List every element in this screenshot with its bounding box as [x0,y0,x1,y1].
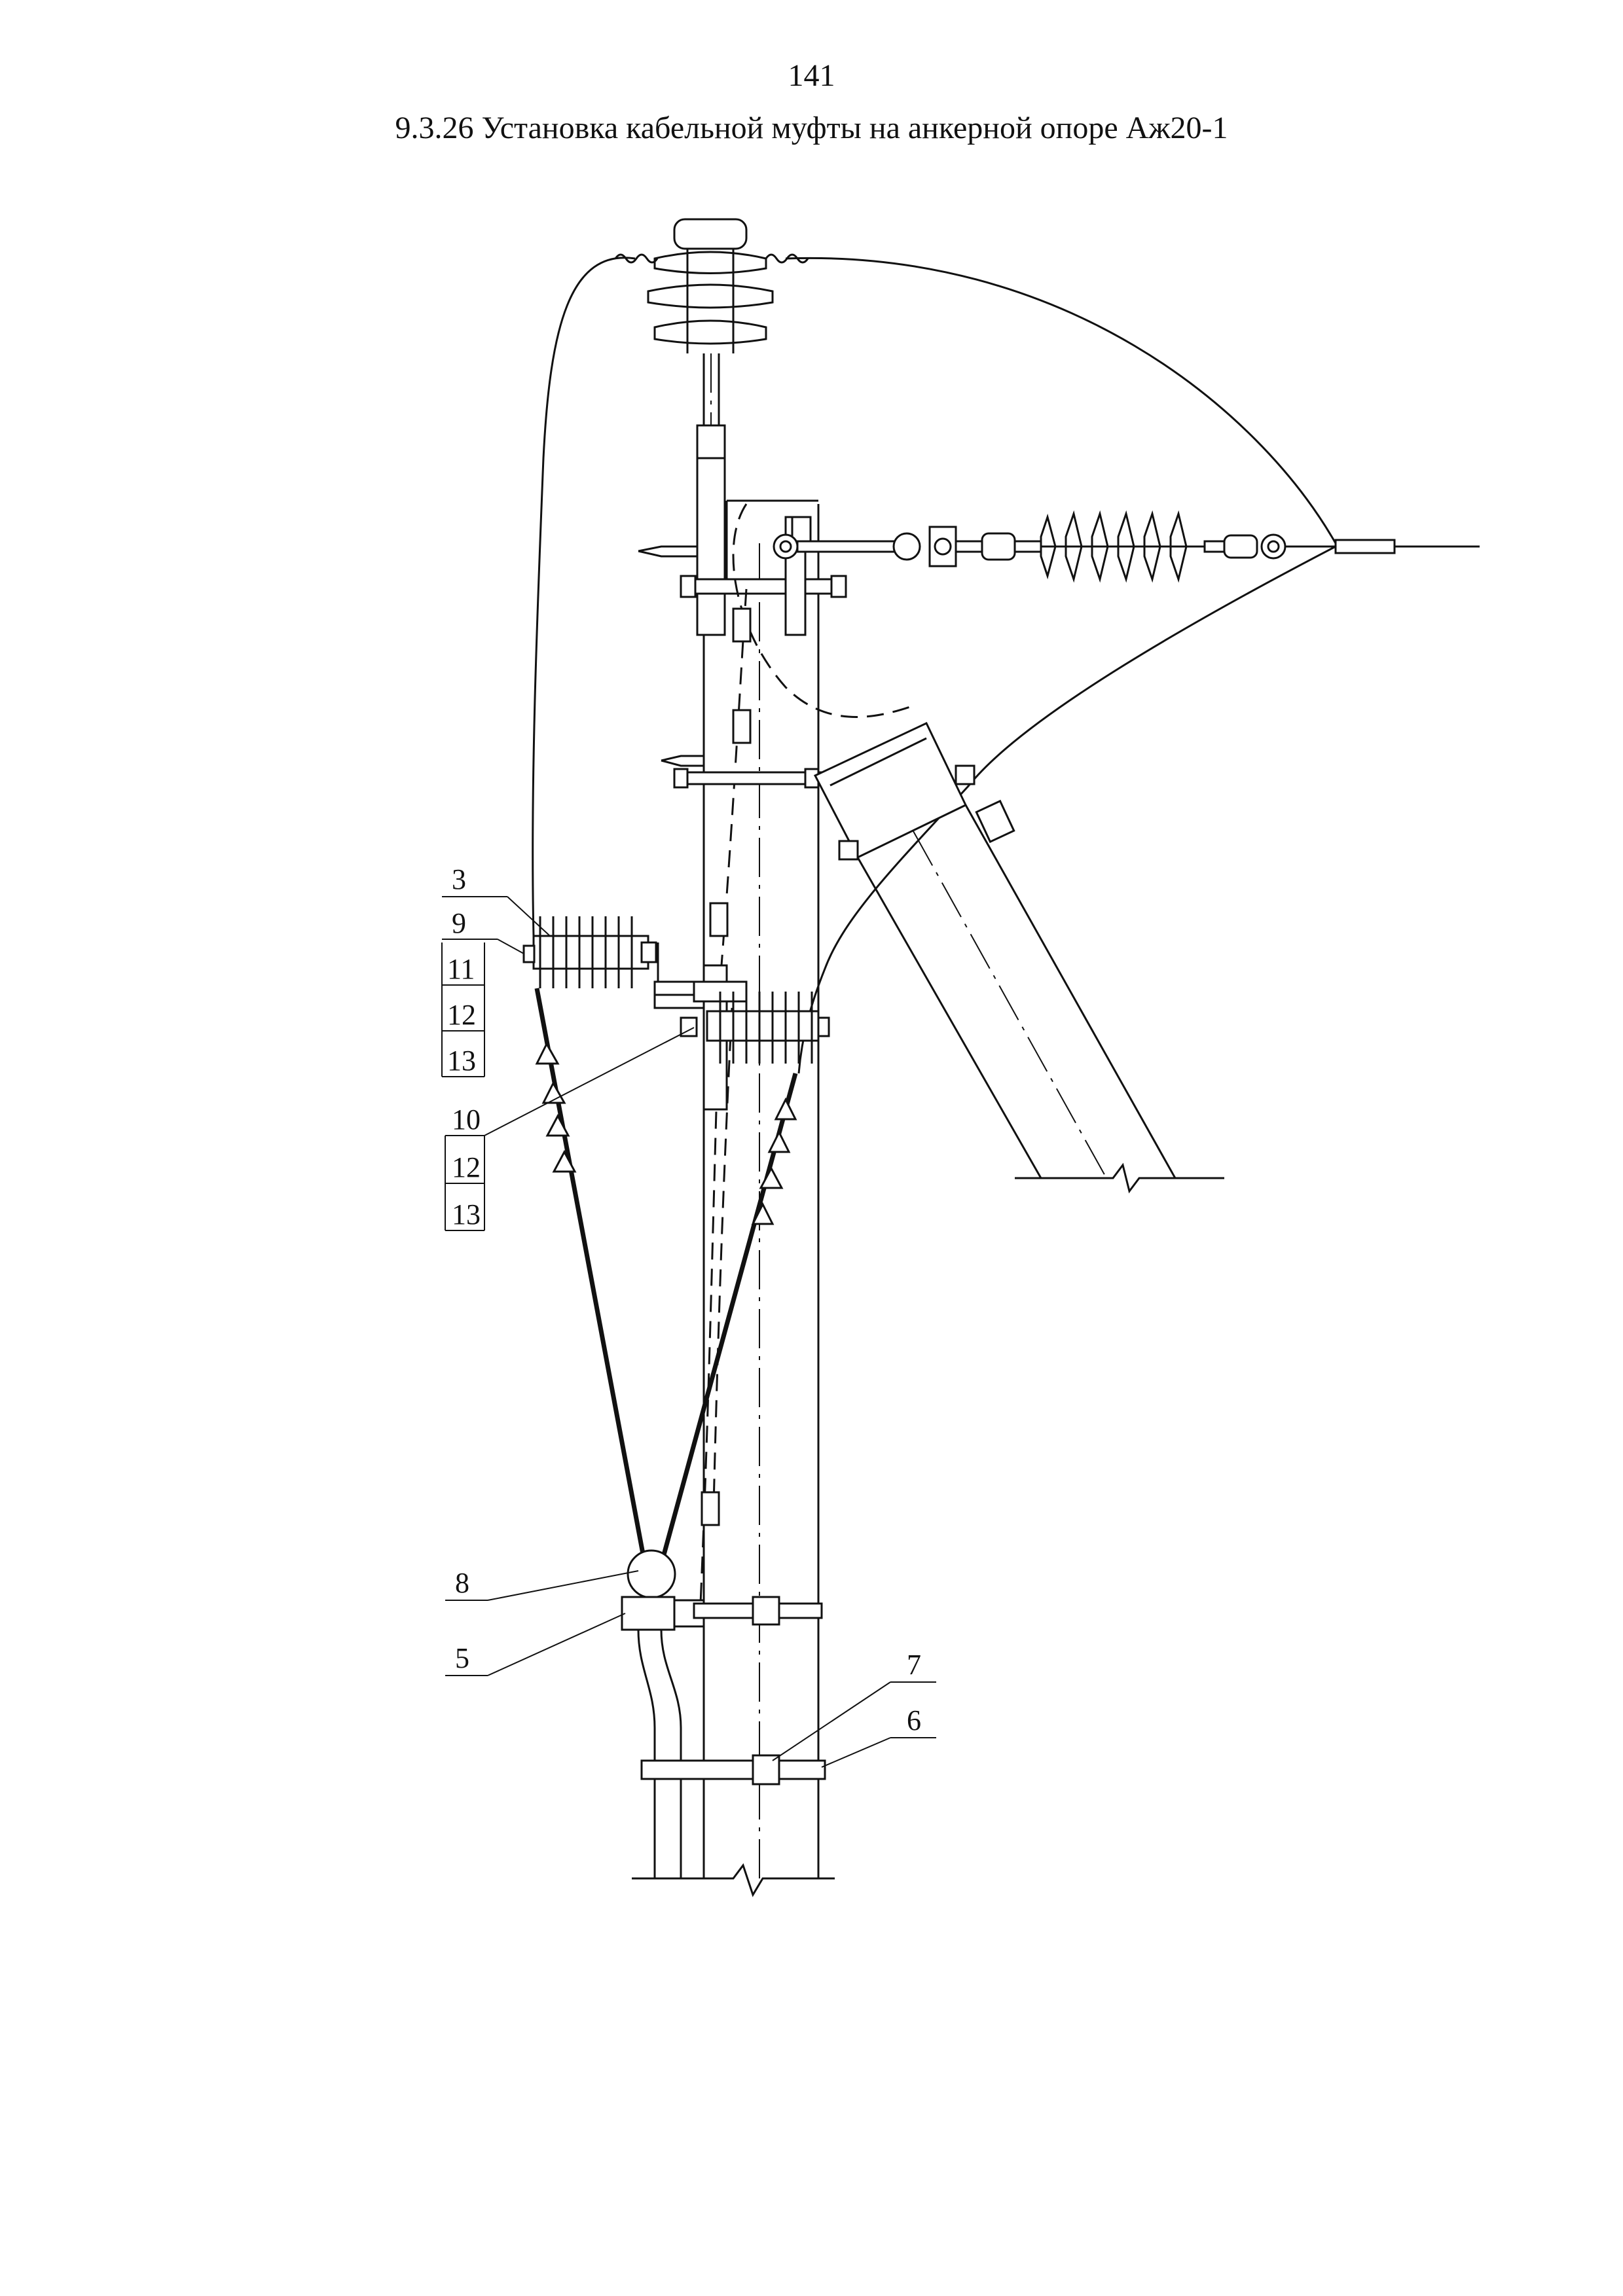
callout-10: 10 [452,1103,481,1136]
page-title: 9.3.26 Установка кабельной муфты на анке… [395,111,1228,145]
callout-13-upper: 13 [447,1045,476,1077]
callout-12-upper: 12 [447,999,476,1031]
callout-12-lower: 12 [452,1151,481,1183]
callout-13-lower: 13 [452,1198,481,1230]
strut-brace [661,722,1224,1194]
surge-arrester-upper [522,916,708,1009]
callout-6: 6 [907,1704,921,1736]
overhead-conductors [532,253,1337,1604]
cable-connectors [701,607,752,1526]
upper-crossarm [638,510,1480,636]
callout-11: 11 [447,953,475,985]
callout-3: 3 [452,863,466,895]
callout-labels: 3 9 11 12 13 10 12 13 8 5 7 6 [447,863,921,1736]
surge-arrester-lower [680,964,830,1111]
pin-insulator [647,218,774,636]
callout-7: 7 [907,1649,921,1681]
callout-8: 8 [455,1567,469,1599]
callout-leaders [441,896,936,1768]
page-number: 141 [788,58,835,93]
ground-leads [534,988,798,1565]
callout-9: 9 [452,907,466,939]
cable-sleeve [621,1549,826,1878]
callout-5: 5 [455,1642,469,1674]
